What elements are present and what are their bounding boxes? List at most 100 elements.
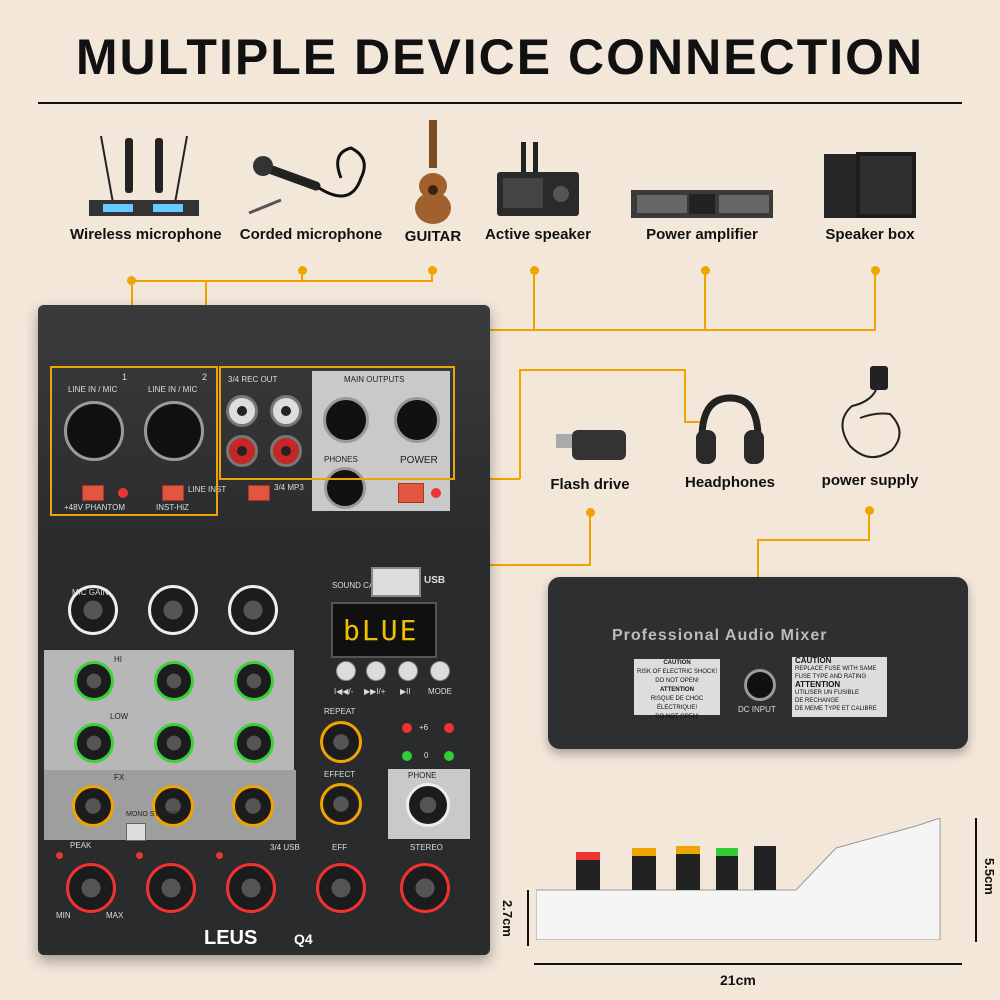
main-out-l-jack[interactable] [323, 397, 369, 443]
device-speaker-box: Speaker box [800, 118, 940, 243]
min-label: MIN [56, 911, 71, 920]
caution-text: DE MEME TYPE ET CALIBRE [795, 706, 877, 712]
caution-text: UTILISER UN FUSIBLE [795, 690, 860, 696]
inst-button[interactable] [162, 485, 184, 501]
device-label: power supply [821, 472, 919, 489]
page-title: MULTIPLE DEVICE CONNECTION [75, 29, 925, 85]
ch2-hi-knob[interactable] [154, 661, 194, 701]
ch34-fx-knob[interactable] [232, 785, 274, 827]
output-highlight-box [219, 366, 455, 480]
hi-label: HI [114, 655, 122, 664]
power-switch[interactable] [398, 483, 424, 503]
meter-l-green-led [402, 751, 412, 761]
caution-label-left: CAUTION RISK OF ELECTRIC SHOCK! DO NOT O… [634, 659, 720, 720]
device-wireless-microphone: Wireless microphone [70, 118, 222, 243]
ch34-hi-knob[interactable] [234, 661, 274, 701]
ch34-low-knob[interactable] [234, 723, 274, 763]
guitar-icon [408, 118, 458, 226]
rec-out-l-jack[interactable] [226, 395, 258, 427]
caution-text: CAUTION [663, 660, 691, 666]
wire-dot [701, 266, 710, 275]
height-back-label: 5.5cm [982, 858, 997, 895]
next-button[interactable] [366, 661, 386, 681]
rear-title: Professional Audio Mixer [612, 627, 828, 644]
lcd-display: bLUE [331, 602, 437, 658]
brand-logo: LEUS [204, 927, 258, 949]
connection-wire [329, 329, 876, 331]
device-active-speaker: Active speaker [482, 118, 594, 243]
device-label: Wireless microphone [70, 226, 222, 243]
power-amplifier-icon [629, 118, 775, 218]
meter-l-red-led [402, 723, 412, 733]
main-out-r-jack[interactable] [394, 397, 440, 443]
stereo-level-knob[interactable] [400, 863, 450, 913]
mode-button[interactable] [430, 661, 450, 681]
wire-dot [298, 266, 307, 275]
ch34-usb-label: 3/4 USB [270, 843, 300, 852]
connection-wire [131, 280, 432, 282]
eff-label: EFF [332, 843, 348, 852]
mixer-rear-panel: Professional Audio Mixer CAUTION RISK OF… [548, 577, 968, 749]
connection-wire [431, 270, 433, 282]
wire-dot [127, 276, 136, 285]
ch1-low-knob[interactable] [74, 723, 114, 763]
in34-r-jack[interactable] [270, 435, 302, 467]
ch2-peak-led [136, 852, 143, 859]
rec-out-r-jack[interactable] [270, 395, 302, 427]
ch2-gain-knob[interactable] [148, 585, 198, 635]
connection-wire [684, 369, 686, 423]
device-corded-microphone: Corded microphone [237, 118, 385, 243]
ch2-level-knob[interactable] [146, 863, 196, 913]
ch1-fx-knob[interactable] [72, 785, 114, 827]
wire-dot [586, 508, 595, 517]
device-label: Active speaker [485, 226, 591, 243]
connection-wire [589, 512, 591, 565]
ch1-level-knob[interactable] [66, 863, 116, 913]
ch2-fx-knob[interactable] [152, 785, 194, 827]
caution-text: RISK OF ELECTRIC SHOCK! [636, 669, 717, 675]
flash-drive-icon [550, 420, 630, 470]
ch34-gain-knob[interactable] [228, 585, 278, 635]
device-label: Corded microphone [239, 226, 383, 243]
caution-text: ATTENTION [660, 687, 694, 693]
phantom-button[interactable] [82, 485, 104, 501]
connection-wire [301, 270, 303, 282]
eff-level-knob[interactable] [316, 863, 366, 913]
display-text: bLUE [343, 614, 419, 647]
phones-label: PHONES [324, 455, 358, 464]
ch1-hi-knob[interactable] [74, 661, 114, 701]
play-pause-button[interactable] [398, 661, 418, 681]
ch2-low-knob[interactable] [154, 723, 194, 763]
peak-label: PEAK [70, 841, 92, 850]
power-label: POWER [400, 455, 438, 466]
wire-dot [428, 266, 437, 275]
max-label: MAX [106, 911, 124, 920]
ch2-xlr-jack[interactable] [144, 401, 204, 461]
mp3-button[interactable] [248, 485, 270, 501]
device-guitar: GUITAR [398, 118, 468, 245]
ch1-number: 1 [122, 372, 128, 382]
phantom-label: +48V PHANTOM [64, 503, 125, 512]
phone-label: PHONE [408, 771, 437, 780]
connection-wire [519, 369, 521, 479]
device-flash-drive: Flash drive [540, 420, 640, 493]
prev-button[interactable] [336, 661, 356, 681]
effect-label: EFFECT [324, 770, 356, 779]
rec-out-label: 3/4 REC OUT [228, 375, 278, 384]
ch1-gain-knob[interactable] [68, 585, 118, 635]
dc-input-jack[interactable] [744, 669, 776, 701]
height-front-dim-line [527, 890, 529, 946]
usb-port[interactable] [371, 567, 421, 597]
phones-jack[interactable] [324, 467, 366, 509]
phantom-led [118, 488, 128, 498]
ch34-level-knob[interactable] [226, 863, 276, 913]
meter-r-green-led [444, 751, 454, 761]
effect-knob[interactable] [320, 783, 362, 825]
repeat-knob[interactable] [320, 721, 362, 763]
mono-stereo-button[interactable] [126, 823, 146, 841]
caution-text: FUSE TYPE AND RATING [795, 674, 867, 680]
ch1-xlr-jack[interactable] [64, 401, 124, 461]
in34-l-jack[interactable] [226, 435, 258, 467]
phone-knob[interactable] [406, 783, 450, 827]
caution-text: ATTENTION [795, 680, 841, 689]
